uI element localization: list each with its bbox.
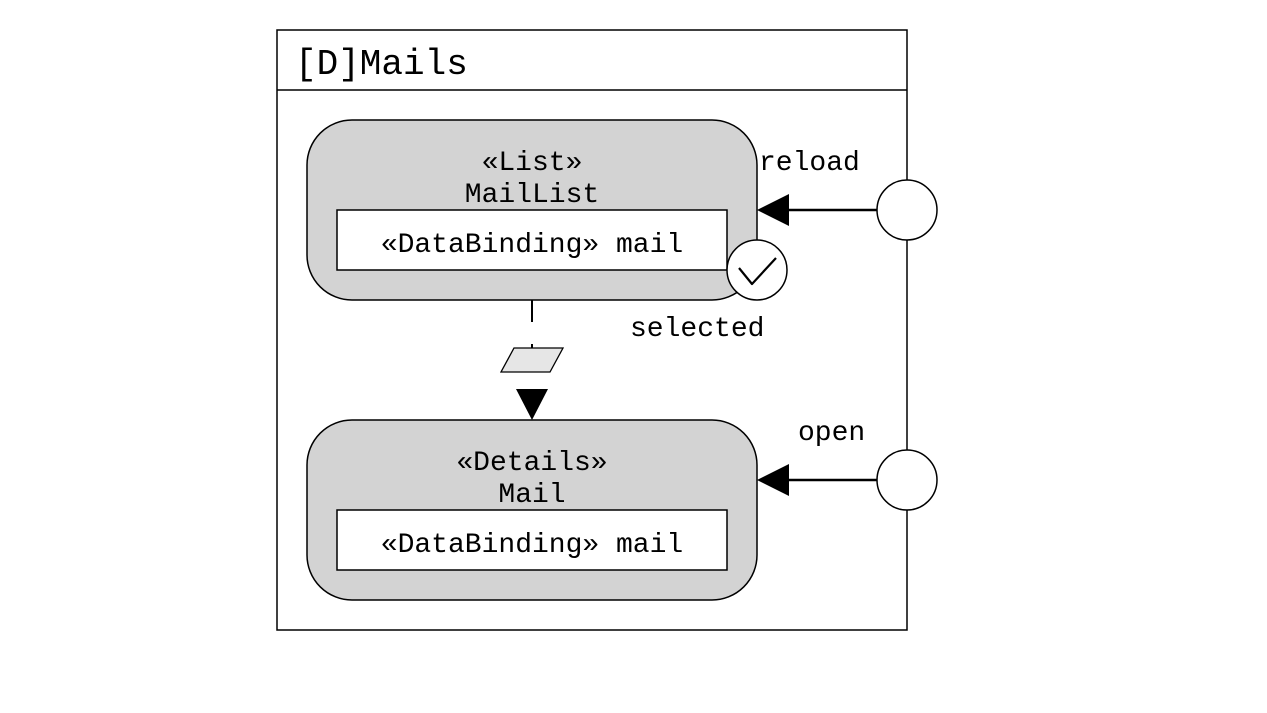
node-mail-stereotype: «Details» (456, 448, 607, 479)
node-maillist-binding-box (336, 209, 728, 271)
node-mail-name: Mail (498, 480, 565, 511)
check-icon (738, 257, 777, 286)
port-open[interactable]: open (757, 418, 938, 511)
node-mail-binding-box (336, 509, 728, 571)
port-open-circle (876, 449, 938, 511)
data-parallelogram (499, 347, 565, 373)
port-reload-circle (876, 179, 938, 241)
node-mail-binding: «DataBinding» mail (381, 530, 683, 561)
transition-arrowhead (516, 389, 548, 420)
node-maillist[interactable]: «List» MailList «DataBinding» mail (306, 119, 758, 301)
check-circle (726, 239, 788, 301)
port-reload-label: reload (759, 148, 860, 179)
port-open-label: open (798, 418, 865, 449)
node-maillist-name: MailList (465, 180, 599, 211)
event-selected[interactable]: selected (630, 239, 788, 345)
port-reload[interactable]: reload (757, 148, 938, 241)
frame-title: [D]Mails (295, 44, 468, 85)
port-reload-arrowhead (757, 194, 789, 226)
node-maillist-binding: «DataBinding» mail (381, 230, 683, 261)
transition-maillist-to-mail (499, 300, 565, 420)
event-selected-label: selected (630, 314, 764, 345)
port-open-arrowhead (757, 464, 789, 496)
node-mail[interactable]: «Details» Mail «DataBinding» mail (306, 419, 758, 601)
node-maillist-stereotype: «List» (482, 148, 583, 179)
